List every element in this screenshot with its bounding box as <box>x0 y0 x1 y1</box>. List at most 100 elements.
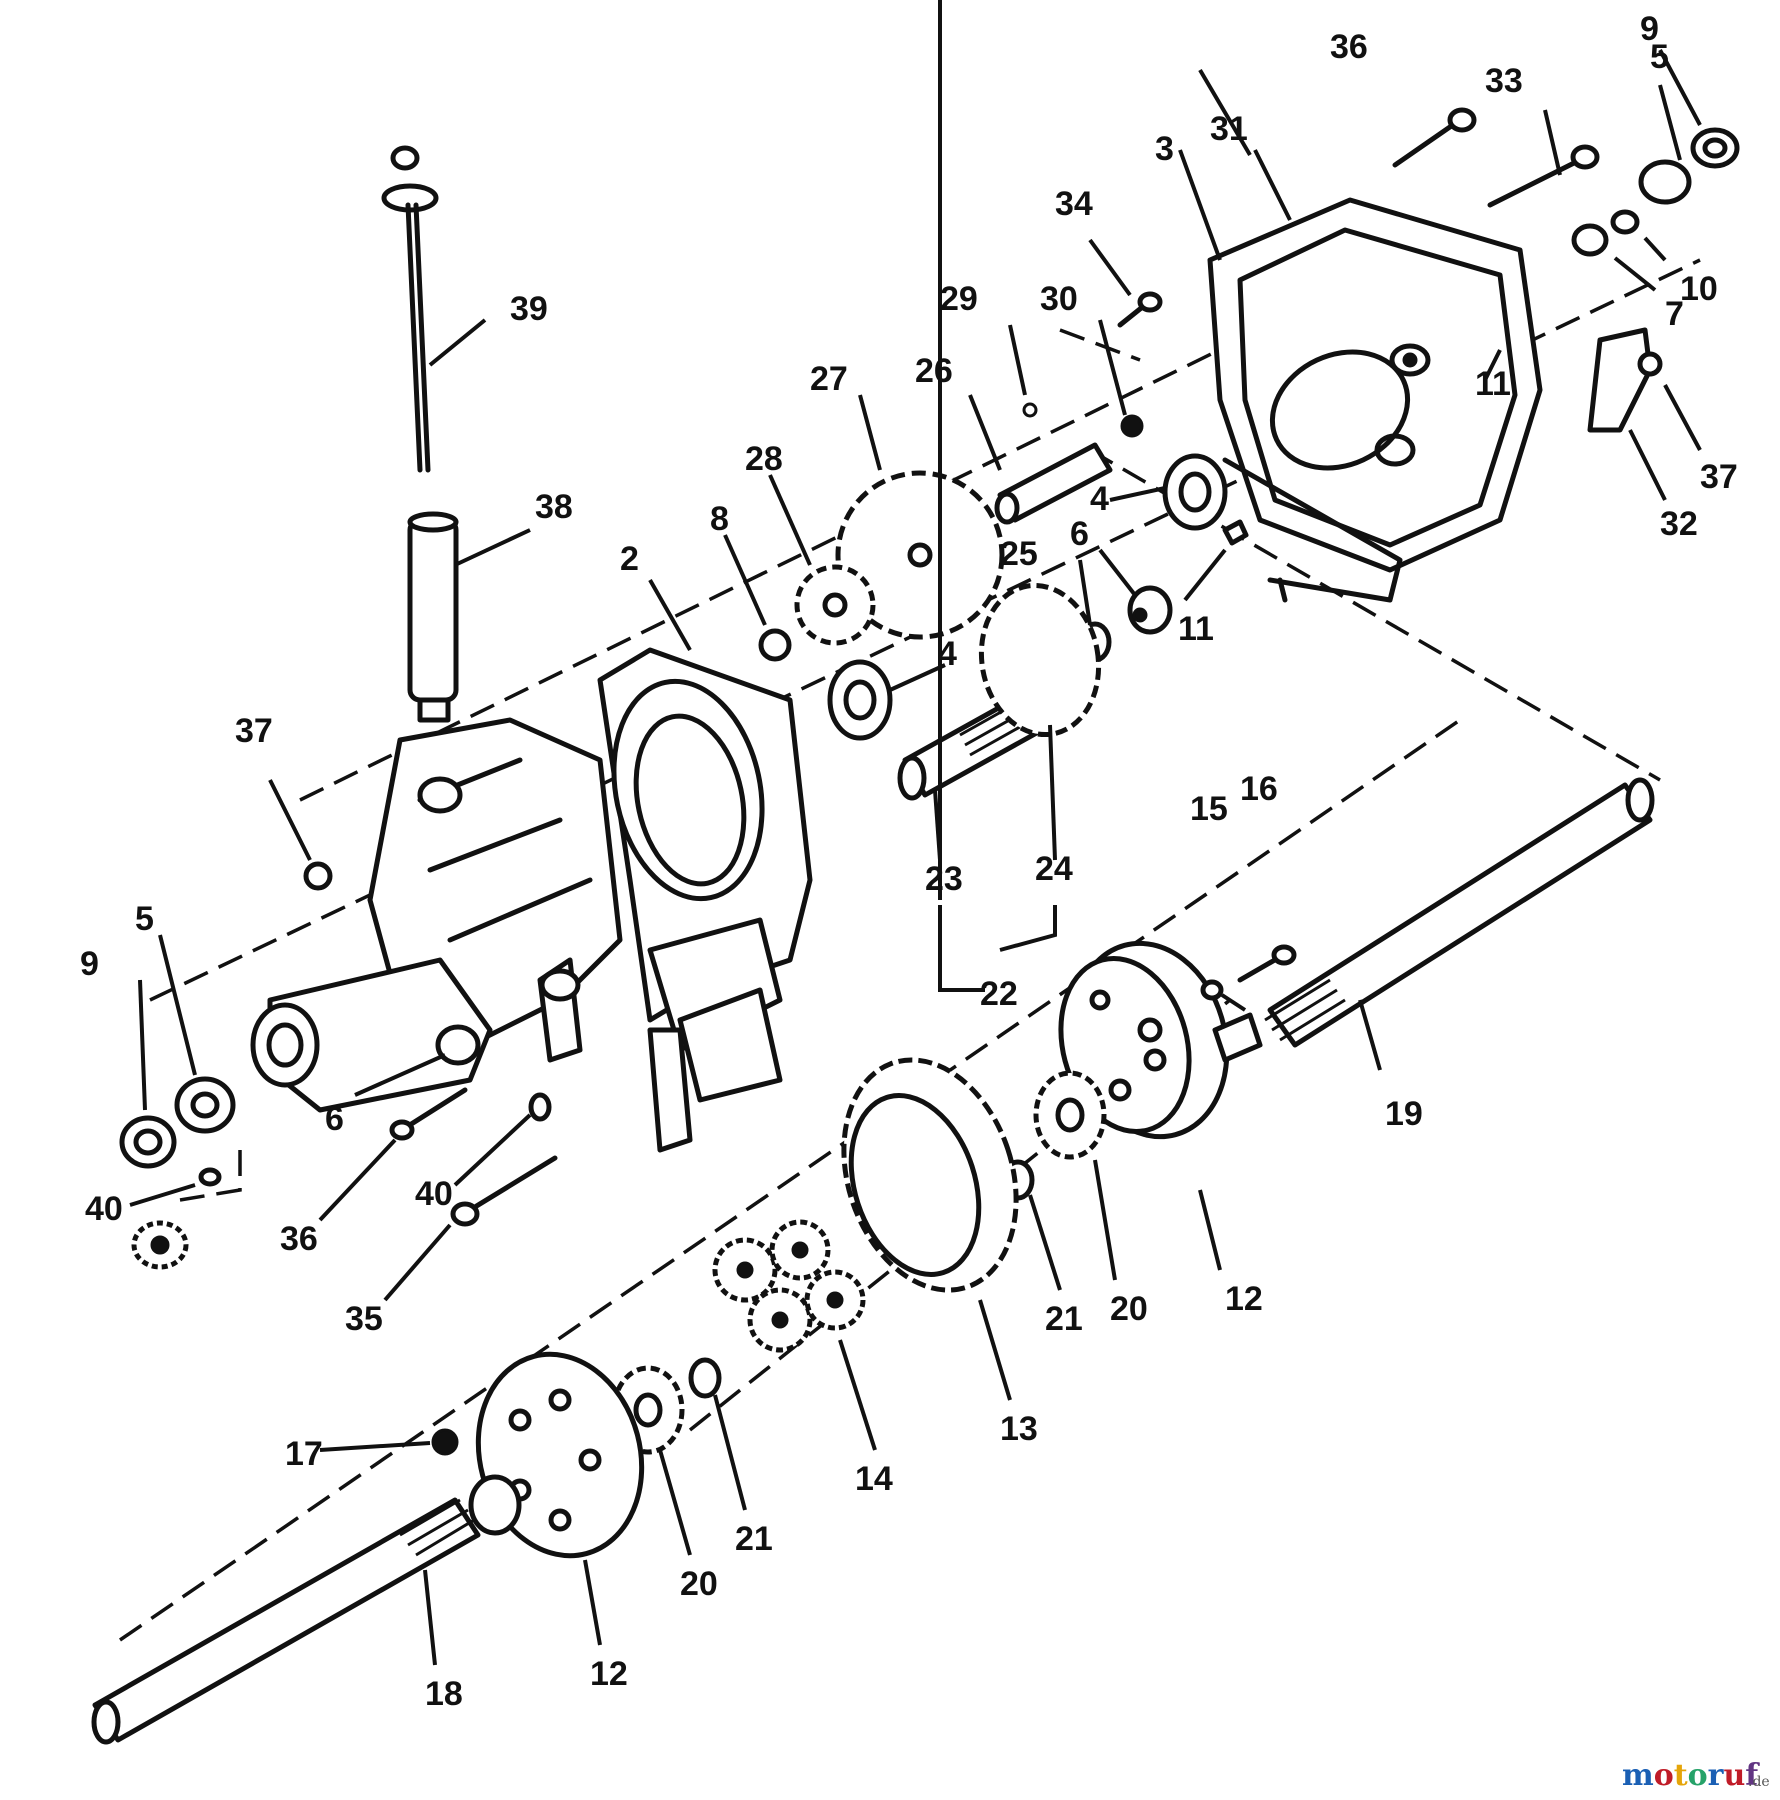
bearing-8 <box>758 628 792 662</box>
callout-36-top: 36 <box>1330 28 1368 66</box>
washer-21-left <box>688 1357 722 1399</box>
callout-22: 22 <box>980 975 1018 1013</box>
washer-30 <box>1120 414 1144 438</box>
callout-38: 38 <box>535 488 573 526</box>
watermark-motoruf: motoruf .de <box>1622 1758 1770 1793</box>
bushing-6-left <box>435 1024 481 1066</box>
callout-4-left: 4 <box>938 635 957 673</box>
bolt-36-top <box>1392 107 1477 168</box>
svg-text:motoruf: motoruf <box>1622 1758 1760 1793</box>
callout-30: 30 <box>1040 280 1078 318</box>
callout-33: 33 <box>1485 62 1523 100</box>
axle-19 <box>1264 777 1655 1048</box>
callout-8: 8 <box>710 500 729 538</box>
pin-29 <box>1022 402 1038 418</box>
callout-39: 39 <box>510 290 548 328</box>
callout-14: 14 <box>855 1460 893 1498</box>
callout-9-top: 9 <box>1640 10 1659 48</box>
callout-21-left: 21 <box>735 1520 773 1558</box>
callout-6-left: 6 <box>325 1100 344 1138</box>
callout-labels: 39 38 37 2 36 3 31 34 33 5 9 10 7 11 37 … <box>80 10 1738 1713</box>
key-11 <box>1222 519 1249 546</box>
bolt-16 <box>1237 944 1297 983</box>
bolt-33 <box>1487 144 1600 208</box>
shift-gear-assembly <box>131 1220 189 1270</box>
callout-32: 32 <box>1660 505 1698 543</box>
bolt-36-left <box>389 1087 468 1141</box>
callout-11-left: 11 <box>1178 610 1214 648</box>
differential-case-12-left <box>468 1351 645 1559</box>
seal-9-left <box>119 1115 177 1169</box>
callout-21-right: 21 <box>1045 1300 1083 1338</box>
callout-9-left: 9 <box>80 945 99 983</box>
main-housing-2 <box>250 647 813 1153</box>
callout-20-right: 20 <box>1110 1290 1148 1328</box>
callout-12-left: 12 <box>590 1655 628 1693</box>
bushing-5-left <box>174 1076 236 1134</box>
callout-15: 15 <box>1190 790 1228 828</box>
callout-16: 16 <box>1240 770 1278 808</box>
seal-9-top-bore <box>1702 137 1728 159</box>
callout-31: 31 <box>1210 110 1248 148</box>
watermark-suffix: .de <box>1748 1774 1770 1790</box>
axle-18 <box>91 1497 481 1745</box>
bushing-5-top <box>1638 159 1692 205</box>
nut-37-right <box>1637 351 1663 377</box>
gear-20-right <box>1033 1070 1107 1160</box>
callout-25: 25 <box>1000 535 1038 573</box>
callout-24: 24 <box>1035 850 1073 888</box>
callout-35: 35 <box>345 1300 383 1338</box>
callout-7: 7 <box>1665 295 1684 333</box>
callout-37-right: 37 <box>1700 458 1738 496</box>
callout-11-right: 11 <box>1475 365 1511 403</box>
nut-37-left <box>303 861 333 891</box>
callout-13: 13 <box>1000 1410 1038 1448</box>
callout-3: 3 <box>1155 130 1174 168</box>
nut-17 <box>431 1428 459 1456</box>
shaft-26 <box>994 442 1113 525</box>
pinion-assembly-14 <box>712 1219 866 1353</box>
bolt-35 <box>450 1155 558 1227</box>
callout-5-top: 5 <box>1650 38 1669 76</box>
shift-rod-39 <box>381 145 439 473</box>
callout-26: 26 <box>915 352 953 390</box>
bushing-6-right <box>1127 585 1173 635</box>
callout-19: 19 <box>1385 1095 1423 1133</box>
bolt-34 <box>1117 291 1163 328</box>
bearing-4-left <box>827 659 893 741</box>
callout-23: 23 <box>925 860 963 898</box>
plug-40-right <box>528 1092 552 1122</box>
plug-40-left <box>198 1167 222 1187</box>
ring-gear-13 <box>841 1057 1019 1293</box>
callout-17: 17 <box>285 1435 323 1473</box>
callout-27: 27 <box>810 360 848 398</box>
sprocket-27 <box>835 470 1005 640</box>
shift-tube-38 <box>407 511 459 723</box>
sprocket-24 <box>978 582 1102 738</box>
callout-10: 10 <box>1680 270 1718 308</box>
callout-36-left: 36 <box>280 1220 318 1258</box>
callout-20-left: 20 <box>680 1565 718 1603</box>
sprocket-28 <box>794 564 876 646</box>
bracket-32 <box>1587 327 1653 433</box>
washer-10 <box>1610 209 1640 235</box>
callout-40-right: 40 <box>415 1175 453 1213</box>
callout-5-left: 5 <box>135 900 154 938</box>
washer-15 <box>1200 979 1224 1001</box>
bearing-4-right <box>1162 453 1228 531</box>
callout-6-right: 6 <box>1070 515 1089 553</box>
callout-2: 2 <box>620 540 639 578</box>
callout-40-left: 40 <box>85 1190 123 1228</box>
bushing-7 <box>1571 223 1609 257</box>
leader-lines <box>129 0 1702 1666</box>
callout-12-right: 12 <box>1225 1280 1263 1318</box>
seal-9-top <box>1690 127 1740 169</box>
callout-28: 28 <box>745 440 783 478</box>
callout-34: 34 <box>1055 185 1093 223</box>
callout-18: 18 <box>425 1675 463 1713</box>
gear-cover-3 <box>1207 197 1543 603</box>
callout-29: 29 <box>940 280 978 318</box>
callout-37-left: 37 <box>235 712 273 750</box>
callout-4-right: 4 <box>1090 480 1109 518</box>
